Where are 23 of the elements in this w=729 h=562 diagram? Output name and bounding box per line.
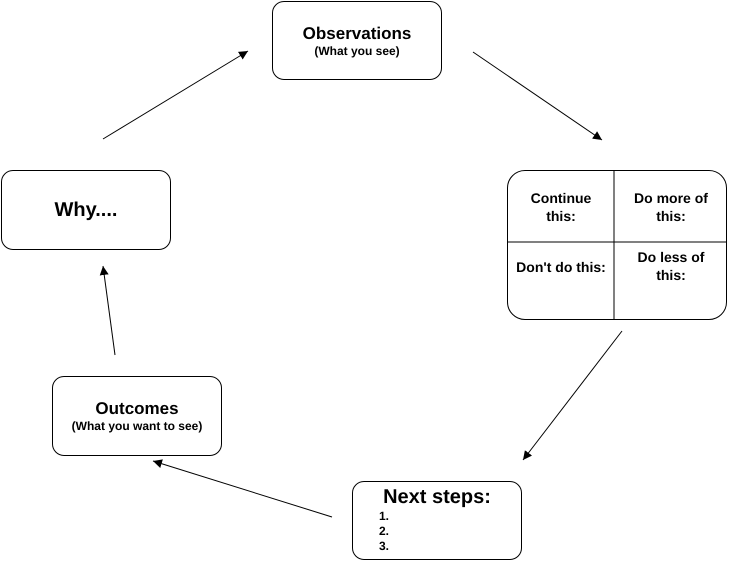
arrow — [472, 52, 602, 140]
quadrant-label: Do less of this: — [636, 248, 706, 284]
arrow — [152, 459, 332, 518]
box-title: Observations — [302, 24, 412, 44]
box-title: Outcomes — [95, 399, 179, 419]
box-subtitle: (What you want to see) — [72, 419, 202, 433]
arrow — [100, 266, 116, 356]
quadrant-label: Don't do this: — [515, 258, 607, 276]
list-item: 2. — [379, 524, 390, 538]
process-box — [1, 170, 171, 250]
quadrant-box — [507, 170, 727, 320]
quadrant-label: Do more of this: — [633, 189, 709, 225]
list-item: 3. — [379, 538, 390, 554]
process-box — [272, 1, 442, 80]
arrow — [522, 330, 622, 460]
box-subtitle: (What you see) — [314, 44, 400, 58]
process-box — [52, 376, 222, 456]
list-item: 1. — [379, 508, 390, 524]
quadrant-label: Continue this: — [530, 189, 592, 225]
process-box — [352, 481, 522, 560]
box-title: Why.... — [54, 198, 118, 222]
arrow — [102, 50, 248, 140]
box-title: Next steps: — [383, 486, 491, 508]
